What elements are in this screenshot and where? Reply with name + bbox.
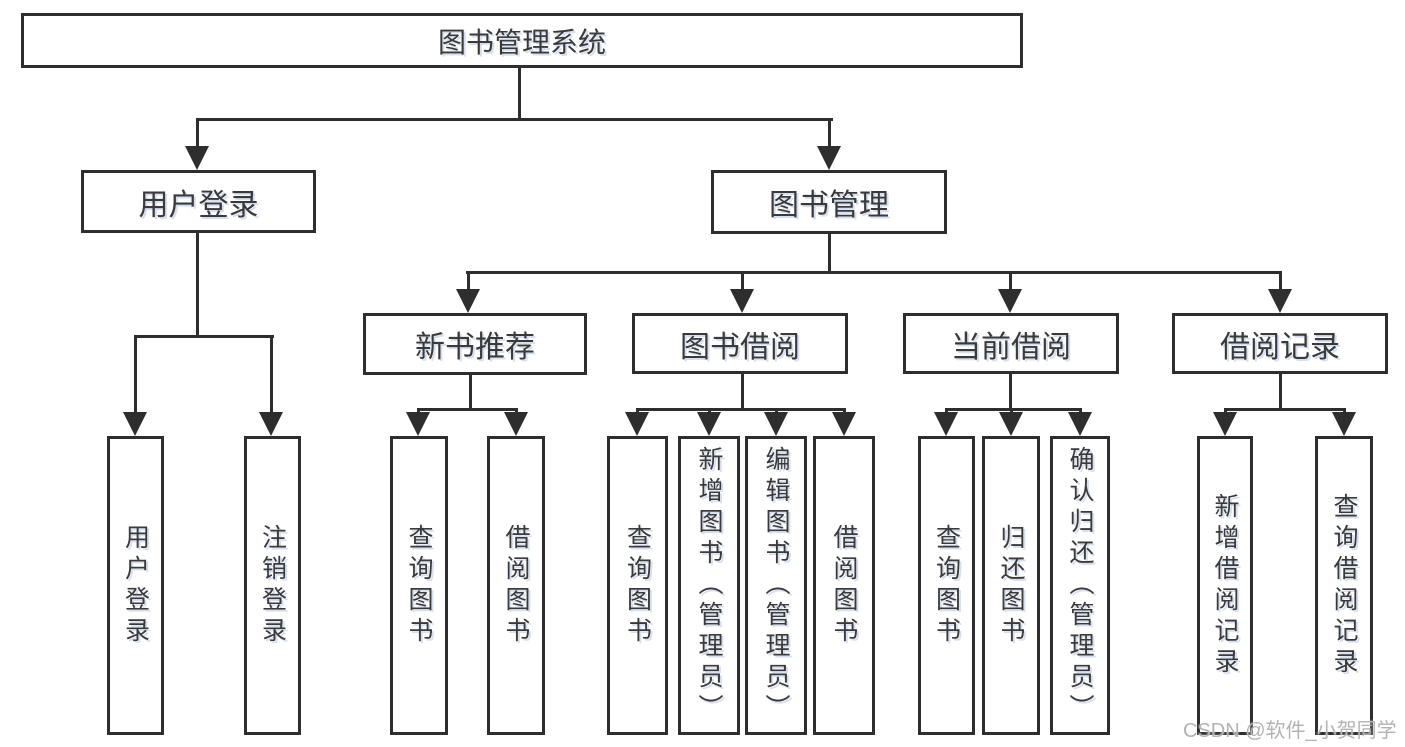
arrow-down-icon [730, 289, 754, 313]
connector-line [417, 408, 518, 411]
node-bb-borrow-books: 借阅图书 [813, 436, 875, 735]
connector-line [741, 374, 744, 410]
node-book-management: 图书管理 [711, 170, 947, 234]
connector-line [196, 118, 199, 150]
arrow-down-icon [406, 412, 430, 436]
arrow-down-icon [504, 412, 528, 436]
arrow-down-icon [999, 412, 1023, 436]
connector-line [1009, 374, 1012, 410]
node-borrow-records: 借阅记录 [1172, 313, 1388, 374]
node-cb-query-books: 查询图书 [918, 436, 975, 735]
arrow-down-icon [185, 146, 209, 170]
arrow-down-icon [934, 412, 958, 436]
connector-line [467, 271, 470, 293]
connector-line [1279, 271, 1282, 293]
node-book-borrow: 图书借阅 [632, 313, 848, 374]
node-br-query-record: 查询借阅记录 [1315, 436, 1373, 735]
arrow-down-icon [817, 146, 841, 170]
node-new-book-recommend: 新书推荐 [363, 313, 587, 375]
node-bb-edit-books-admin: 编辑图书（管理员） [745, 436, 807, 735]
node-rec-query-books: 查询图书 [390, 436, 448, 735]
connector-line [466, 271, 1282, 274]
connector-line [1279, 374, 1282, 410]
arrow-down-icon [1068, 412, 1092, 436]
arrow-down-icon [1213, 412, 1237, 436]
connector-line [196, 233, 199, 337]
arrow-down-icon [998, 289, 1022, 313]
connector-line [518, 68, 521, 121]
node-login: 用户登录 [107, 436, 164, 735]
connector-line [1224, 408, 1346, 411]
arrow-down-icon [832, 412, 856, 436]
arrow-down-icon [123, 412, 147, 436]
connector-line [828, 118, 831, 150]
node-br-add-record: 新增借阅记录 [1197, 436, 1253, 735]
node-rec-borrow-books: 借阅图书 [487, 436, 545, 735]
connector-line [270, 335, 273, 415]
connector-line [1009, 271, 1012, 293]
node-logout: 注销登录 [244, 436, 301, 735]
connector-line [741, 271, 744, 293]
arrow-down-icon [1268, 289, 1292, 313]
connector-line [636, 408, 846, 411]
node-cb-confirm-return-admin: 确认归还（管理员） [1050, 436, 1110, 735]
node-root: 图书管理系统 [21, 13, 1023, 68]
connector-line [134, 335, 274, 338]
connector-line [134, 335, 137, 415]
arrow-down-icon [1332, 412, 1356, 436]
arrow-down-icon [764, 412, 788, 436]
connector-line [196, 118, 833, 121]
node-bb-add-books-admin: 新增图书（管理员） [678, 436, 740, 735]
arrow-down-icon [259, 412, 283, 436]
connector-line [828, 234, 831, 274]
node-bb-query-books: 查询图书 [607, 436, 668, 735]
csdn-watermark: CSDN @软件_小贺同学 [1183, 720, 1397, 742]
node-cb-return-books: 归还图书 [982, 436, 1040, 735]
arrow-down-icon [625, 412, 649, 436]
arrow-down-icon [456, 289, 480, 313]
arrow-down-icon [697, 412, 721, 436]
node-current-borrow: 当前借阅 [903, 313, 1119, 374]
connector-line [945, 408, 1082, 411]
connector-line [469, 375, 472, 410]
node-user-login: 用户登录 [81, 170, 316, 233]
